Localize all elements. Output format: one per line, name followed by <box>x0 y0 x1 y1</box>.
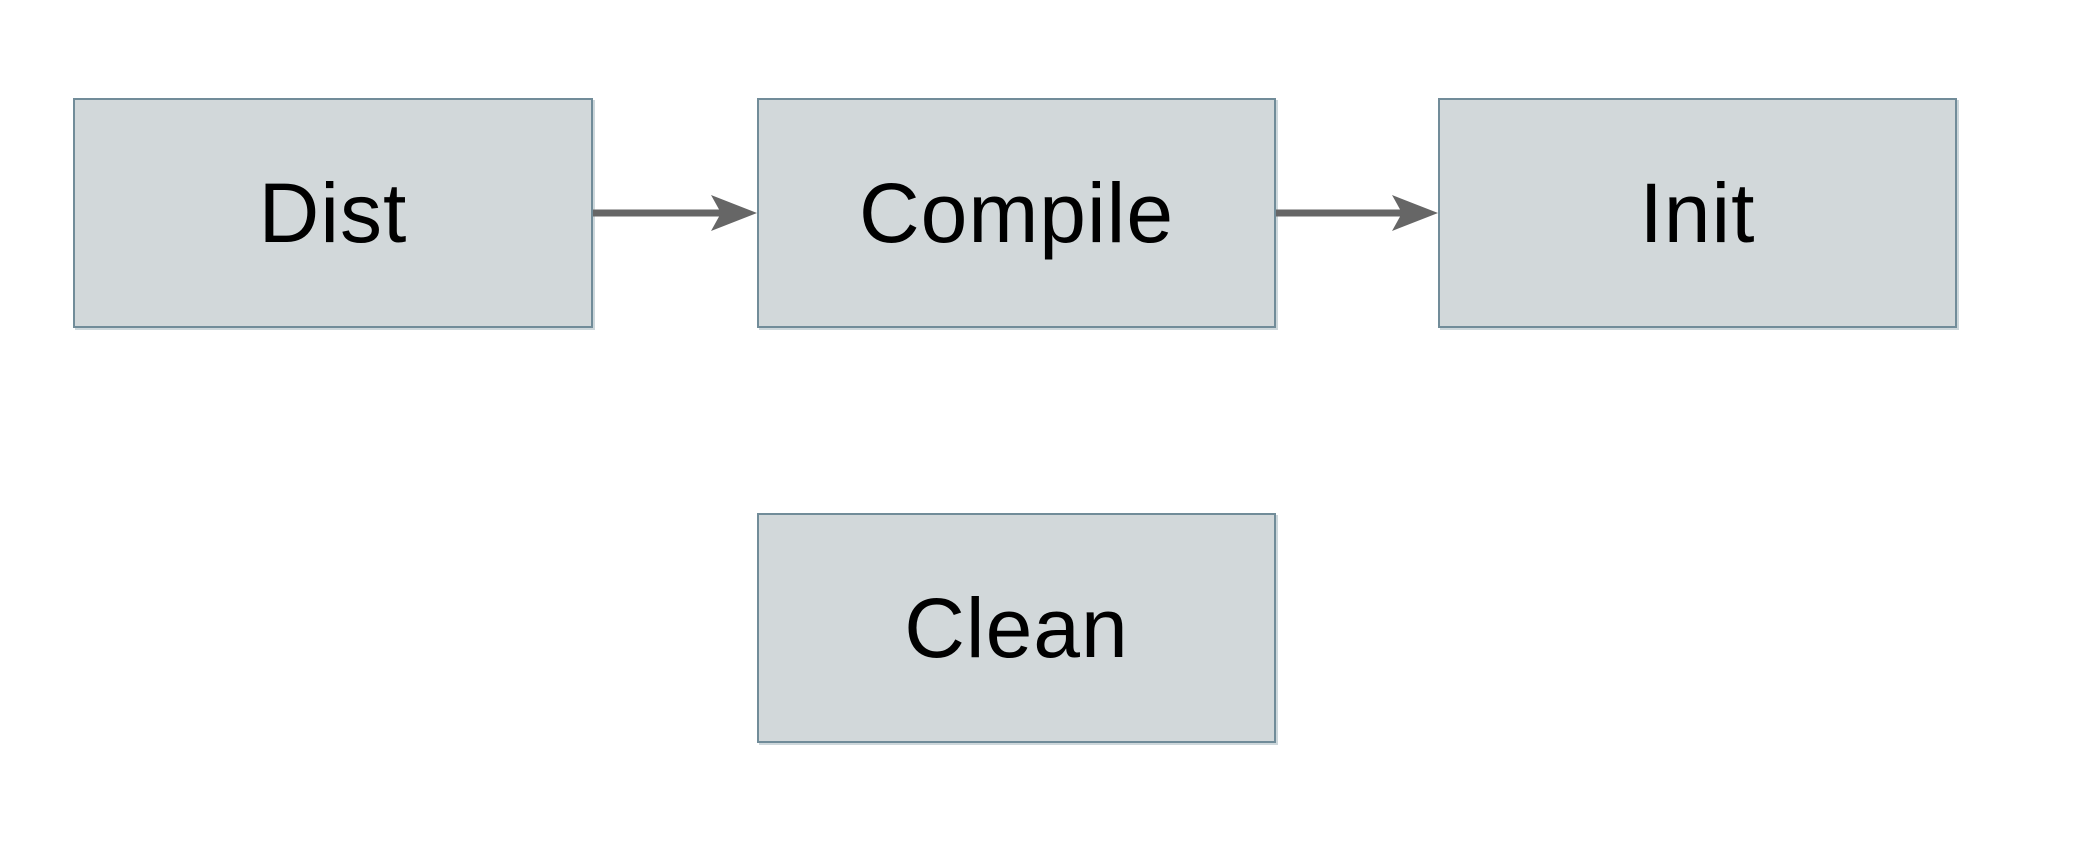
arrow-shaft <box>593 209 721 217</box>
arrow-head-icon <box>711 195 757 231</box>
node-dist-label: Dist <box>258 165 408 260</box>
arrow-head-icon <box>1392 195 1438 231</box>
node-clean-label: Clean <box>904 580 1129 675</box>
node-init-label: Init <box>1639 165 1756 260</box>
node-compile: Compile <box>757 98 1276 328</box>
arrow-dist-to-compile <box>593 195 757 231</box>
node-dist: Dist <box>73 98 593 328</box>
arrow-shaft <box>1276 209 1402 217</box>
node-compile-label: Compile <box>858 165 1175 260</box>
node-init: Init <box>1438 98 1957 328</box>
arrow-compile-to-init <box>1276 195 1438 231</box>
node-clean: Clean <box>757 513 1276 743</box>
